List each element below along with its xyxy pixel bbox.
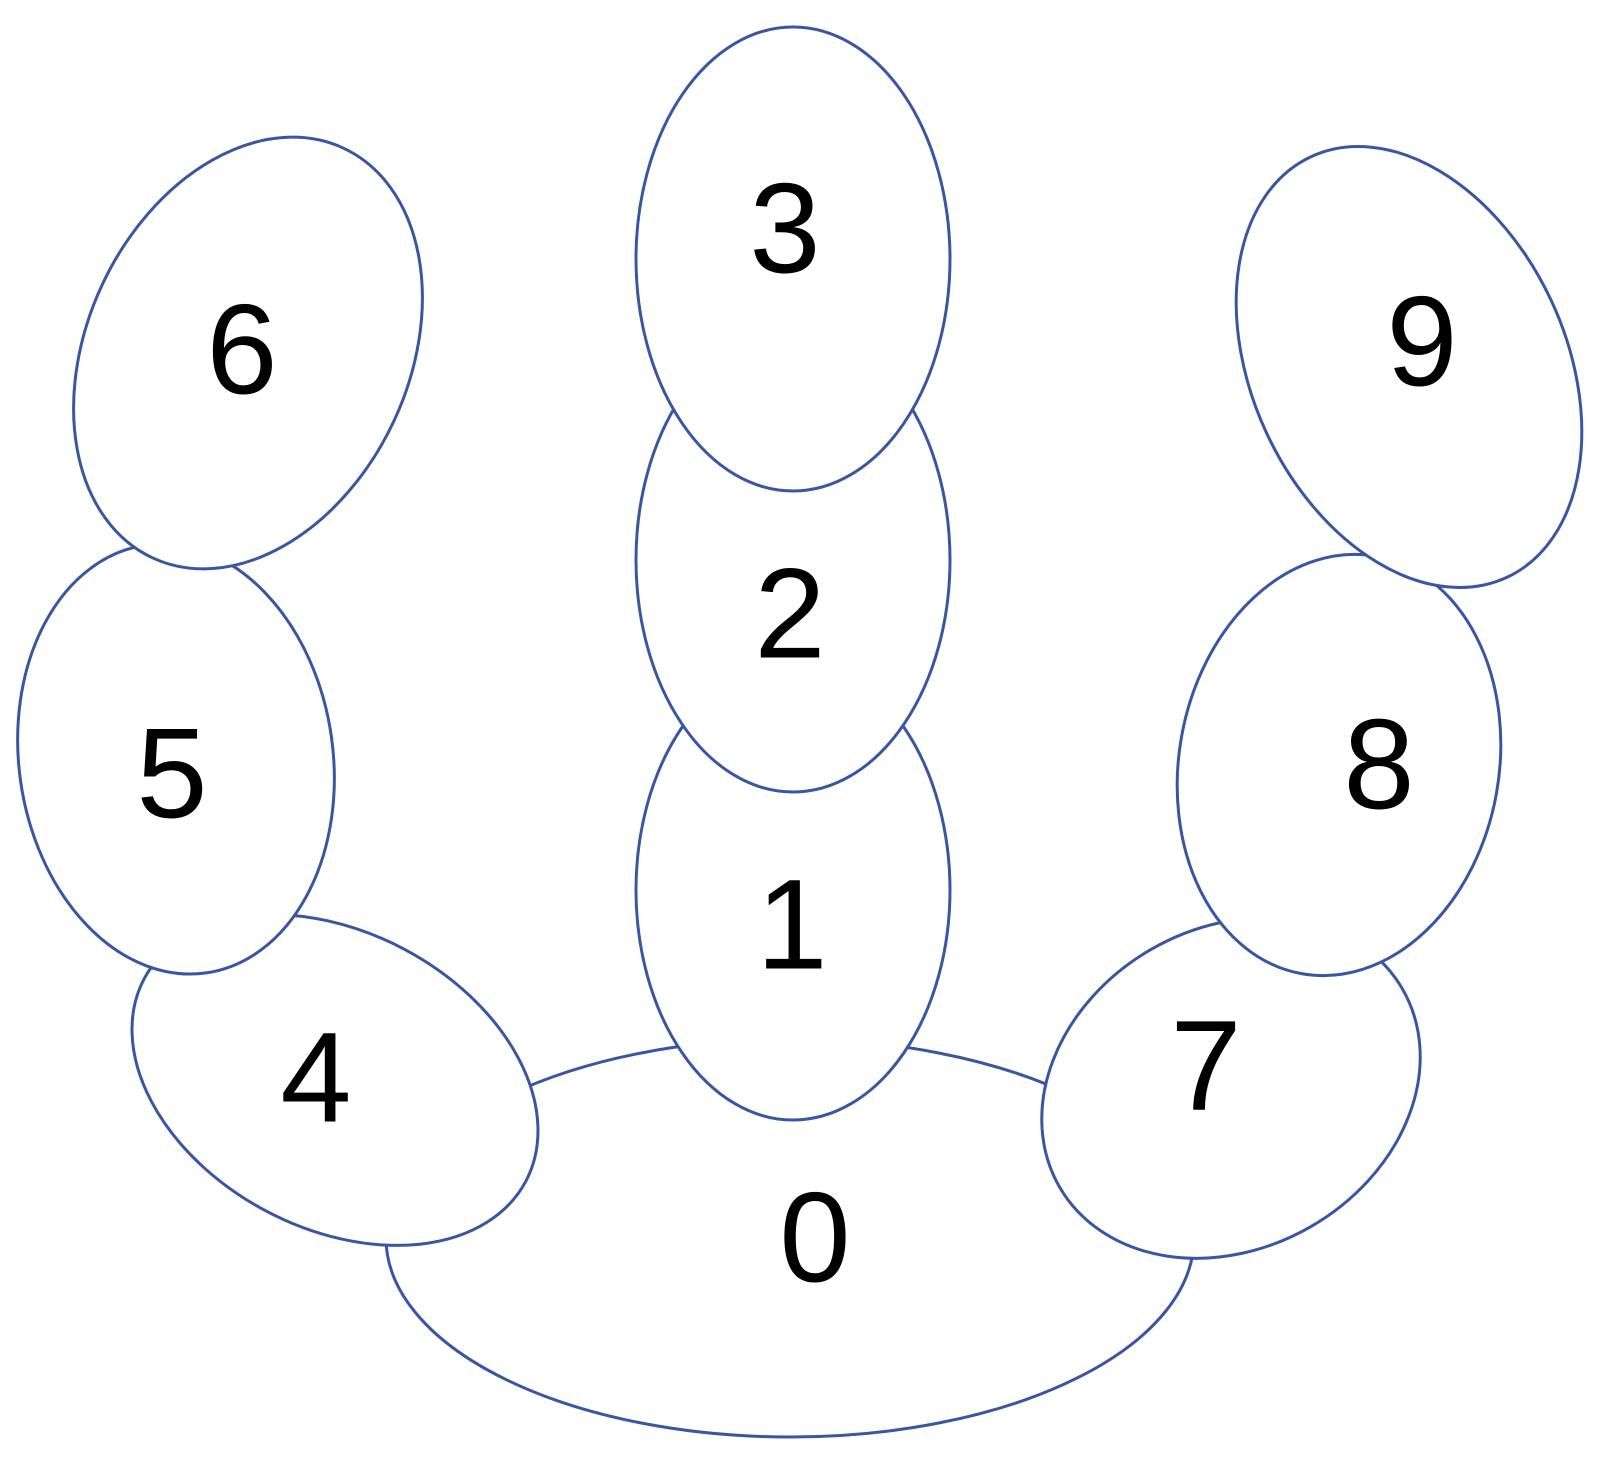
node-4-shape bbox=[130, 913, 540, 1247]
node-1: 1 bbox=[634, 658, 952, 1122]
node-8-label: 8 bbox=[1343, 694, 1414, 837]
node-6-label: 6 bbox=[206, 279, 277, 422]
node-5: 5 bbox=[16, 542, 336, 976]
node-4: 4 bbox=[130, 913, 540, 1247]
node-9-shape bbox=[1234, 145, 1584, 589]
node-3-label: 3 bbox=[749, 158, 820, 301]
node-3-shape bbox=[634, 25, 952, 493]
node-4-label: 4 bbox=[280, 1007, 351, 1150]
node-2-label: 2 bbox=[754, 543, 825, 686]
node-7-shape bbox=[1040, 916, 1422, 1260]
node-3: 3 bbox=[634, 25, 952, 493]
node-7-label: 7 bbox=[1170, 995, 1241, 1138]
node-6: 6 bbox=[72, 135, 424, 571]
node-9: 9 bbox=[1234, 145, 1584, 589]
node-6-shape bbox=[72, 135, 424, 571]
node-8: 8 bbox=[1175, 552, 1503, 978]
node-9-label: 9 bbox=[1386, 271, 1457, 414]
node-5-label: 5 bbox=[136, 703, 207, 846]
node-1-label: 1 bbox=[756, 854, 827, 997]
node-0-label: 0 bbox=[779, 1167, 850, 1310]
node-7: 7 bbox=[1040, 916, 1422, 1260]
